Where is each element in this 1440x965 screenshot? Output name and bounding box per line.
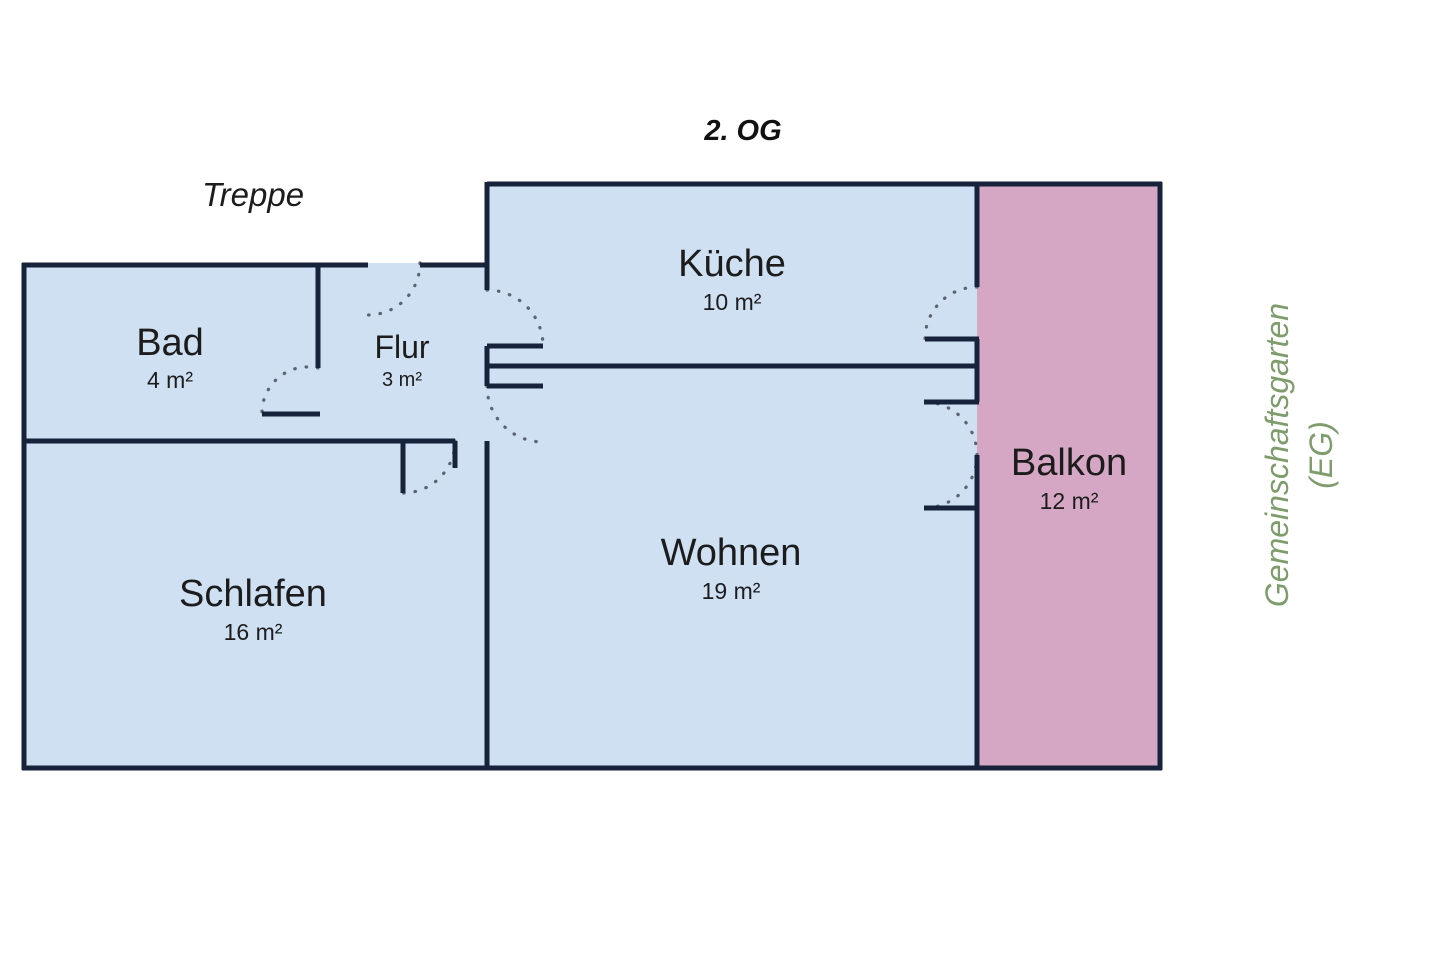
room-name-balkon: Balkon	[1011, 442, 1127, 484]
room-name-schlafen: Schlafen	[179, 573, 327, 615]
door-arc-wohnen	[485, 384, 545, 444]
room-area-schlafen: 16 m²	[224, 619, 283, 645]
room-name-bad: Bad	[136, 322, 204, 364]
room-shape-balkon[interactable]	[977, 182, 1162, 770]
room-label-flur: Flur 3 m²	[374, 329, 429, 391]
room-area-bad: 4 m²	[147, 367, 193, 393]
room-shape-kueche[interactable]	[487, 182, 977, 351]
room-area-balkon: 12 m²	[1040, 488, 1099, 514]
room-labels: Bad 4 m² Flur 3 m² Küche 10 m² Schlafen …	[136, 243, 1127, 645]
room-area-wohnen: 19 m²	[702, 578, 761, 604]
room-shape-flur[interactable]	[318, 263, 487, 441]
room-label-wohnen: Wohnen 19 m²	[661, 532, 802, 604]
garden-label: Gemeinschaftsgarten (EG)	[1259, 303, 1339, 607]
garden-label-line2: (EG)	[1303, 421, 1339, 489]
room-label-kueche: Küche 10 m²	[678, 243, 786, 315]
room-name-kueche: Küche	[678, 243, 786, 285]
page-title: 2. OG	[703, 115, 781, 147]
walls	[21, 181, 1163, 771]
door-arc-bad	[260, 365, 320, 416]
room-shape-schlafen[interactable]	[22, 441, 487, 770]
room-label-bad: Bad 4 m²	[136, 322, 204, 393]
room-area-flur: 3 m²	[382, 369, 422, 391]
stair-label: Treppe	[202, 176, 304, 213]
room-fills	[22, 182, 1162, 770]
room-shape-wohnen[interactable]	[487, 351, 977, 770]
room-name-wohnen: Wohnen	[661, 532, 802, 574]
room-shape-bad[interactable]	[22, 263, 318, 441]
door-arc-balkon-lower-2	[922, 400, 979, 457]
room-area-kueche: 10 m²	[703, 289, 762, 315]
door-arc-kueche	[485, 288, 545, 348]
garden-label-line1: Gemeinschaftsgarten	[1259, 303, 1295, 607]
room-label-schlafen: Schlafen 16 m²	[179, 573, 327, 645]
room-label-balkon: Balkon 12 m²	[1011, 442, 1127, 514]
room-name-flur: Flur	[374, 329, 429, 365]
